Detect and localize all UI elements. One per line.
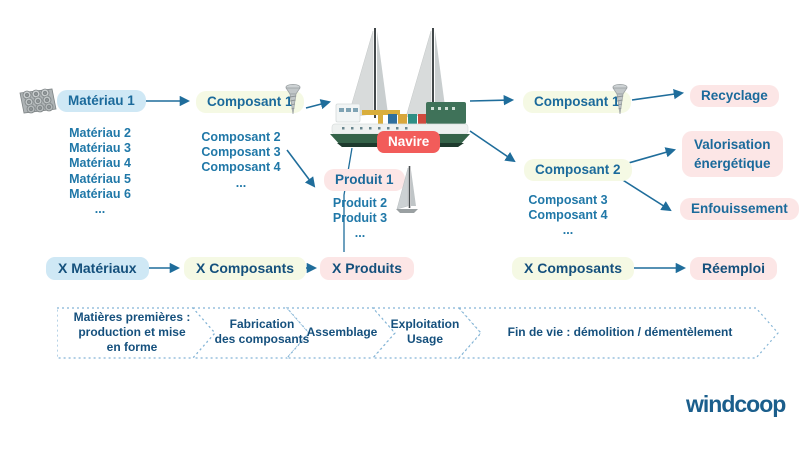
reemploi-chip: Réemploi [690,257,778,280]
list-item: Produit 3 [332,210,388,225]
list-item: Matériau 2 [69,126,131,140]
list-item: Matériau 6 [69,186,131,201]
list-ellipsis: ... [235,175,247,190]
lifecycle-band [57,307,779,359]
pipes-icon [19,88,57,114]
step-assemblage: Assemblage [306,324,378,339]
list-item: Composant 4 [528,207,608,222]
eol-component-2-chip: Composant 2 [524,159,632,181]
windcoop-logo: windcoop [686,391,786,417]
list-item: Composant 3 [201,145,281,160]
x-composants-eol-chip: X Composants [512,257,635,280]
list-item: Composant 2 [201,130,281,144]
x-composants-chip: X Composants [184,257,307,280]
component-1-chip: Composant 1 [196,91,304,113]
components-list: Composant 2 Composant 3 Composant 4 ... [192,130,290,191]
list-item: Produit 2 [332,196,388,210]
ship-illustration [330,28,470,147]
products-list: Produit 2 Produit 3 ... [316,196,404,240]
list-item: Composant 4 [201,160,281,175]
sail-icon [396,166,418,213]
navire-chip: Navire [377,131,441,153]
material-1-chip: Matériau 1 [57,90,146,112]
valorisation-chip: Valorisation énergétique [682,131,783,177]
x-produits-chip: X Produits [320,257,415,280]
eol-components-list: Composant 3 Composant 4 ... [520,193,616,237]
step-fabrication: Fabrication des composants [214,317,310,346]
recyclage-chip: Recyclage [690,85,779,107]
x-materiaux-chip: X Matériaux [46,257,149,280]
step-exploitation: Exploitation Usage [390,317,460,346]
list-ellipsis: ... [562,222,574,237]
eol-component-1-chip: Composant 1 [523,91,631,113]
screw-icon [285,84,301,115]
step-fin-de-vie: Fin de vie : démolition / démentèlement [507,324,733,339]
list-item: Matériau 3 [69,141,131,156]
step-matieres-premieres: Matières premières : production et mise … [73,309,191,354]
screw-icon [612,84,628,115]
list-ellipsis: ... [94,202,106,217]
materials-list: Matériau 2 Matériau 3 Matériau 4 Matéria… [55,126,145,217]
list-item: Composant 3 [528,193,608,207]
list-item: Matériau 5 [69,171,131,186]
list-ellipsis: ... [354,225,366,240]
list-item: Matériau 4 [69,156,131,171]
enfouissement-chip: Enfouissement [680,198,799,220]
produit-1-chip: Produit 1 [324,169,405,191]
chevron-step-5 [457,307,779,359]
